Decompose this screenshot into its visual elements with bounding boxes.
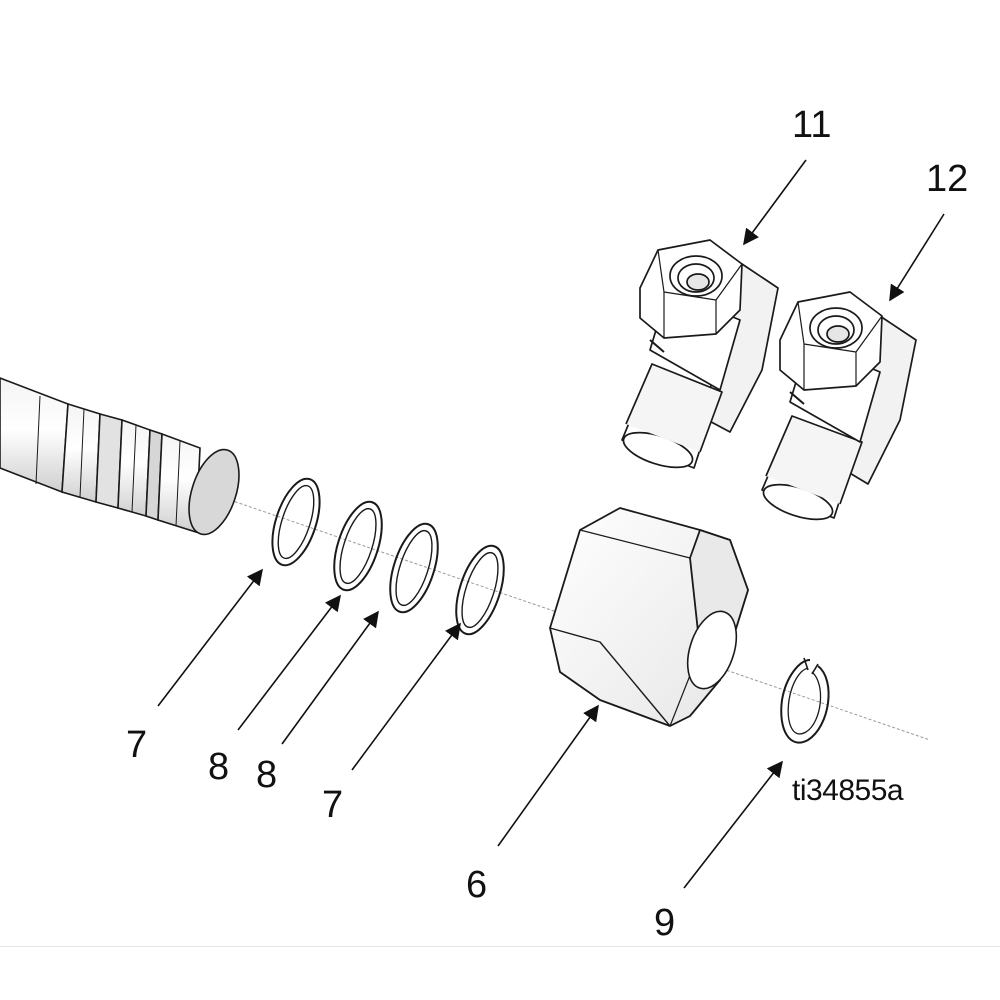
callout-6: 6 [466, 864, 488, 906]
leader-8-left [237, 594, 341, 731]
callout-8-left: 8 [208, 746, 230, 788]
shaft-part [0, 377, 240, 536]
backup-ring-8-right [389, 522, 439, 614]
backup-ring-8-left [333, 500, 383, 592]
o-ring-7-right [455, 544, 505, 636]
callout-7-left: 7 [126, 724, 148, 766]
leader-9 [683, 760, 783, 889]
bottom-divider [0, 946, 1000, 947]
retaining-ring-9 [780, 657, 830, 744]
callout-7-right: 7 [322, 784, 344, 826]
leader-7-left [157, 568, 263, 707]
elbow-fitting-12 [761, 291, 917, 521]
callout-12: 12 [926, 158, 969, 200]
leader-7-right [351, 622, 461, 771]
leader-12 [889, 213, 945, 302]
callout-11: 11 [792, 104, 832, 146]
leader-6 [497, 704, 599, 847]
hex-nut-6 [549, 507, 749, 727]
o-ring-7-left [271, 477, 321, 567]
leader-lines [157, 159, 945, 889]
elbow-fitting-11 [621, 239, 779, 469]
figure-id: ti34855a [792, 774, 904, 807]
leader-11 [743, 159, 807, 246]
leader-8-right [281, 610, 379, 745]
callout-8-right: 8 [256, 754, 278, 796]
callout-9: 9 [654, 902, 676, 944]
